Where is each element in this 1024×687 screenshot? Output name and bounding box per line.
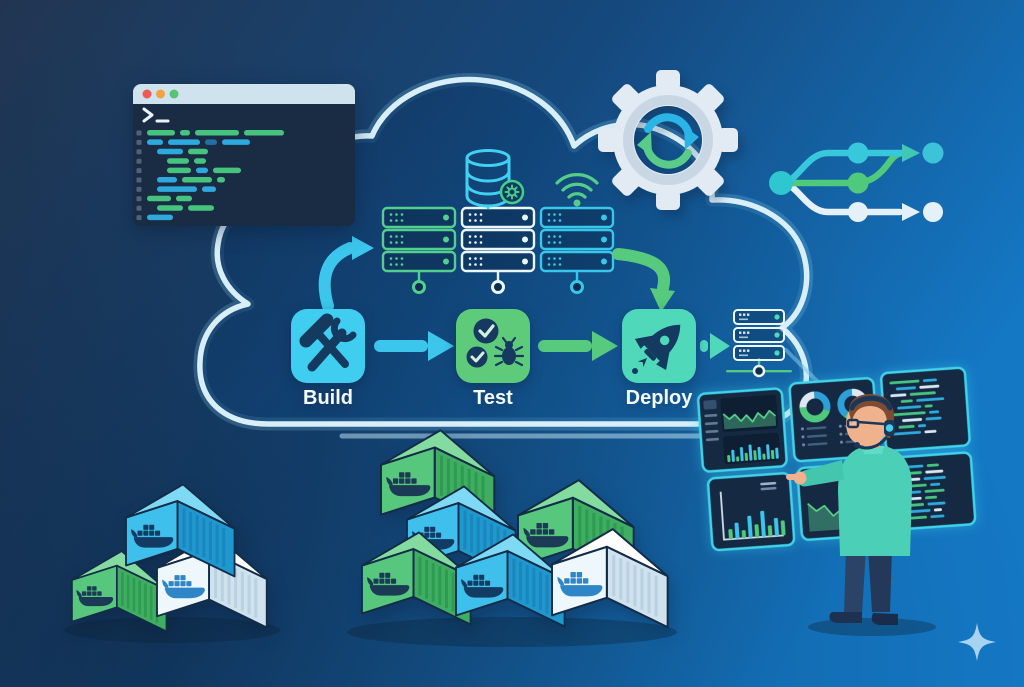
window-dot-icon: [156, 89, 165, 99]
headset-earcup-accent: [885, 424, 894, 432]
monitor-panel-code-log-top: [879, 366, 971, 452]
glasses-temple: [857, 420, 885, 426]
arrowhead: [352, 236, 374, 260]
arrowhead: [650, 288, 675, 312]
server-rack-icon: [381, 206, 457, 294]
sync-arrows-icon: [637, 113, 699, 169]
curved-arrow-servers-to-deploy: [612, 248, 671, 294]
editor-titlebar: [133, 84, 355, 104]
rocket-icon: [634, 324, 681, 371]
arrowhead: [592, 331, 618, 361]
monitor-panel-bar-analytics: [706, 472, 796, 552]
gear-sync-icon: [598, 70, 738, 210]
git-commit-node: [848, 202, 868, 222]
server-cluster: [381, 149, 615, 294]
terminal-prompt-icon: [142, 107, 170, 123]
center-stack: [361, 429, 669, 629]
server-rack-icon: [539, 206, 615, 294]
window-dot-icon: [169, 89, 179, 99]
hammer-wrench-icon: [299, 313, 357, 372]
docker-container-white: [551, 528, 669, 629]
person-pointing-arm: [797, 460, 844, 487]
test-stage-box: [456, 309, 530, 383]
git-commit-node: [847, 172, 869, 194]
person-shoe-front: [829, 612, 862, 623]
docker-container-stacks: [71, 429, 669, 633]
code-lines: [136, 130, 284, 221]
checkmark-icon: [466, 318, 499, 368]
monitor-panel-area-and-bars: [696, 387, 788, 473]
test-stage: Test: [456, 309, 530, 409]
arrowhead: [710, 333, 730, 359]
test-stage-label: Test: [473, 387, 513, 409]
rocket-spark-dot: [632, 368, 638, 374]
arrow-test-deploy: [538, 340, 592, 352]
git-commit-node: [847, 142, 869, 164]
headset-band-icon: [849, 395, 893, 411]
operator-person: [786, 394, 912, 625]
ground-shadow: [808, 618, 936, 636]
arrow-deploy-out: [700, 340, 708, 352]
microphone-tip: [854, 442, 860, 448]
arrowhead: [902, 203, 920, 221]
glasses-icon: [846, 418, 860, 429]
pipeline-arrows: [318, 236, 730, 361]
curved-arrow-build-to-servers: [318, 242, 356, 312]
docker-container-cyan: [455, 533, 566, 628]
bug-icon: [493, 336, 525, 367]
arrowhead: [428, 331, 454, 361]
build-stage-label: Build: [303, 387, 353, 409]
window-dot-icon: [142, 89, 152, 99]
left-stack: [71, 483, 268, 633]
wifi-icon: [555, 173, 599, 207]
gear-badge-icon: [499, 179, 525, 205]
person-hair: [849, 394, 894, 438]
window-traffic-lights: [142, 89, 179, 99]
ground-shadow: [347, 617, 677, 647]
deploy-stage: Deploy: [622, 309, 696, 409]
person-sweater: [838, 446, 912, 556]
arrow-build-test: [374, 340, 428, 352]
sparkle-icon: [958, 623, 996, 661]
git-branch-diagram: [769, 142, 944, 222]
git-commit-node: [922, 142, 944, 164]
monitoring-wall: [696, 366, 977, 552]
microphone-icon: [856, 436, 888, 450]
deployed-server-icon: [726, 309, 792, 378]
person-leg-front: [844, 548, 866, 614]
editor-body: [133, 84, 355, 226]
person-leg-back: [868, 548, 892, 612]
build-stage: Build: [291, 309, 365, 409]
ground-shadow: [64, 617, 280, 643]
person-finger: [786, 474, 801, 480]
code-editor-window: [133, 84, 355, 226]
docker-container-green: [71, 550, 168, 633]
arrowhead: [902, 144, 920, 162]
git-commit-node: [923, 202, 943, 222]
server-rack-icon: [460, 206, 536, 294]
git-commit-node: [769, 171, 793, 195]
docker-container-cyan: [125, 483, 236, 578]
deploy-stage-label: Deploy: [626, 387, 694, 409]
person-shoe-back: [871, 613, 898, 625]
